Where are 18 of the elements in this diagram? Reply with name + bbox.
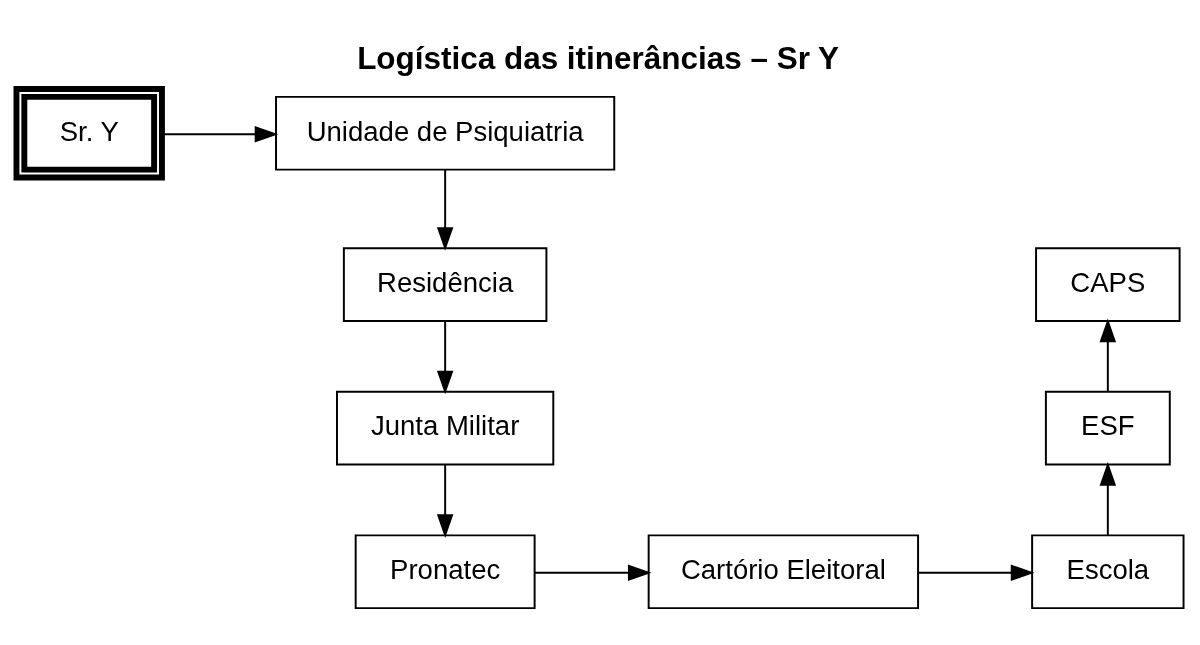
node-box: Unidade de Psiquiatria	[275, 95, 616, 171]
node-box: Cartório Eleitoral	[647, 533, 920, 609]
arrow	[1099, 461, 1117, 536]
arrow	[436, 168, 454, 251]
node-box: Residência	[342, 246, 548, 322]
node-box: Pronatec	[354, 533, 536, 609]
arrow	[436, 463, 454, 538]
arrow	[917, 563, 1035, 581]
node-box: Escola	[1031, 533, 1185, 609]
arrow	[161, 125, 279, 142]
arrow	[533, 563, 652, 581]
arrow	[436, 320, 454, 394]
diagram-title: Logística das itinerâncias – Sr Y	[357, 40, 840, 76]
node-box: Sr. Y	[13, 85, 165, 180]
node-box: Junta Militar	[336, 390, 555, 466]
node-box: CAPS	[1035, 246, 1181, 322]
arrow	[1099, 318, 1117, 392]
node-box: ESF	[1044, 390, 1171, 466]
